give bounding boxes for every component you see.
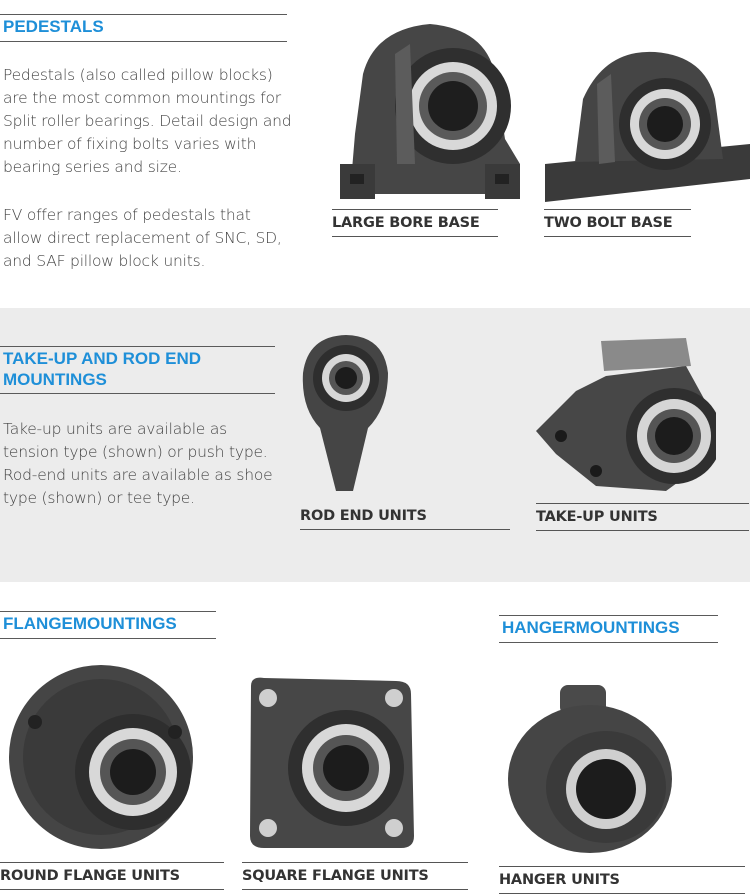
- large-bore-base-caption: LARGE BORE BASE: [332, 209, 498, 237]
- hanger-unit-image: [508, 685, 672, 853]
- pedestals-description: Pedestals (also called pillow blocks) ar…: [3, 66, 292, 176]
- square-flange-unit-image: [250, 677, 414, 848]
- round-flange-units-caption: ROUND FLANGE UNITS: [0, 862, 224, 890]
- pedestals-heading-text: PEDESTALS: [3, 17, 104, 36]
- takeup-heading: TAKE-UP AND ROD END MOUNTINGS: [0, 346, 275, 394]
- take-up-unit-image: [536, 338, 716, 491]
- take-up-units-caption: TAKE-UP UNITS: [536, 503, 749, 531]
- two-bolt-base-caption: TWO BOLT BASE: [544, 209, 691, 237]
- round-flange-unit-image: [9, 665, 193, 849]
- square-flange-units-caption: SQUARE FLANGE UNITS: [242, 862, 468, 890]
- hanger-heading-text: HANGERMOUNTINGS: [502, 618, 680, 637]
- pedestals-replacement-note: FV offer ranges of pedestals that allow …: [3, 206, 282, 270]
- rod-end-unit-image: [302, 335, 388, 491]
- takeup-heading-text: TAKE-UP AND ROD END MOUNTINGS: [3, 349, 202, 389]
- flange-heading-text: FLANGEMOUNTINGS: [3, 614, 177, 633]
- rod-end-units-caption: ROD END UNITS: [300, 507, 510, 530]
- pedestals-heading: PEDESTALS: [0, 14, 287, 42]
- hanger-units-caption: HANGER UNITS: [499, 866, 745, 894]
- hanger-heading: HANGERMOUNTINGS: [499, 615, 718, 643]
- flange-heading: FLANGEMOUNTINGS: [0, 611, 216, 639]
- takeup-description: Take-up units are available as tension t…: [3, 420, 273, 507]
- two-bolt-base-image: [545, 51, 750, 202]
- large-bore-base-image: [340, 24, 520, 199]
